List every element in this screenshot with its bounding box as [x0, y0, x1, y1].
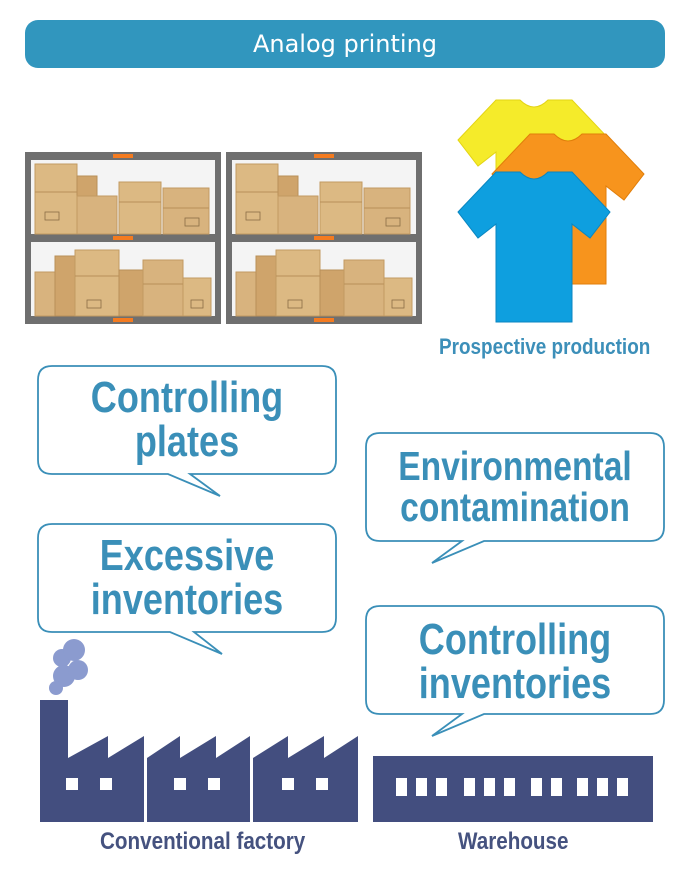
bubble-line: inventories	[90, 575, 284, 624]
factory-icon	[40, 700, 358, 822]
bubble-line: Controlling	[418, 615, 612, 664]
bubble-controlling-inventories-text: Controlling inventories	[366, 618, 664, 706]
bubble-line: Excessive	[99, 531, 275, 580]
warehouse-icon	[373, 756, 653, 822]
bubble-excessive-inventories-text: Excessive inventories	[38, 534, 336, 622]
bubble-excessive-inventories	[37, 523, 337, 655]
prospective-production-label: Prospective production	[439, 334, 651, 359]
bubble-line: contamination	[400, 484, 630, 530]
bubble-controlling-inventories	[365, 605, 665, 737]
bubble-environmental-contamination-text: Environmental contamination	[366, 446, 664, 528]
shelf-with-boxes-icon	[25, 152, 422, 324]
conventional-factory-label: Conventional factory	[100, 828, 306, 855]
page-title-text: Analog printing	[252, 30, 438, 58]
bubble-line: inventories	[418, 659, 612, 708]
warehouse-label: Warehouse	[458, 828, 569, 855]
bubble-line: plates	[134, 417, 240, 466]
bubble-controlling-plates	[37, 365, 337, 497]
smoke-icon	[49, 639, 88, 695]
page-title: Analog printing	[25, 20, 665, 68]
bubble-controlling-plates-text: Controlling plates	[38, 376, 336, 464]
t-shirts-icon	[457, 99, 645, 323]
bubble-environmental-contamination	[365, 432, 665, 564]
bubble-line: Environmental	[398, 443, 632, 489]
bubble-line: Controlling	[90, 373, 284, 422]
